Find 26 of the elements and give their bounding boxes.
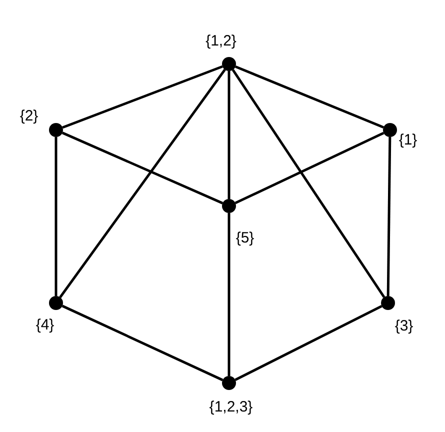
vertex-label: {1,2,3}: [209, 400, 253, 414]
vertex-label: {3}: [394, 318, 414, 334]
graph-edge: [228, 213, 230, 376]
vertex-dot: [383, 123, 397, 137]
vertex-dot: [222, 199, 236, 213]
graph-edge: [234, 305, 382, 381]
graph-edge: [59, 68, 226, 298]
graph-edge: [234, 132, 384, 204]
vertex-label: {4}: [36, 318, 54, 332]
graph-edge: [62, 304, 224, 382]
graph-edge: [228, 71, 230, 199]
graph-edge: [62, 65, 223, 129]
vertex-dot: [222, 376, 236, 390]
vertex-dot: [49, 123, 63, 137]
vertex-dot: [49, 296, 63, 310]
vertex-label: {2}: [20, 108, 38, 124]
vertex-dot: [381, 296, 395, 310]
vertex-dot: [222, 57, 236, 71]
vertex-label: {5}: [236, 230, 254, 246]
graph-edge: [386, 136, 392, 296]
vertex-label: {1}: [398, 132, 418, 148]
graph-edge: [232, 69, 386, 298]
graph-edge: [235, 66, 384, 128]
graph-edge: [54, 137, 58, 296]
graph-edge: [62, 132, 224, 204]
vertex-label: {1,2}: [206, 34, 236, 48]
